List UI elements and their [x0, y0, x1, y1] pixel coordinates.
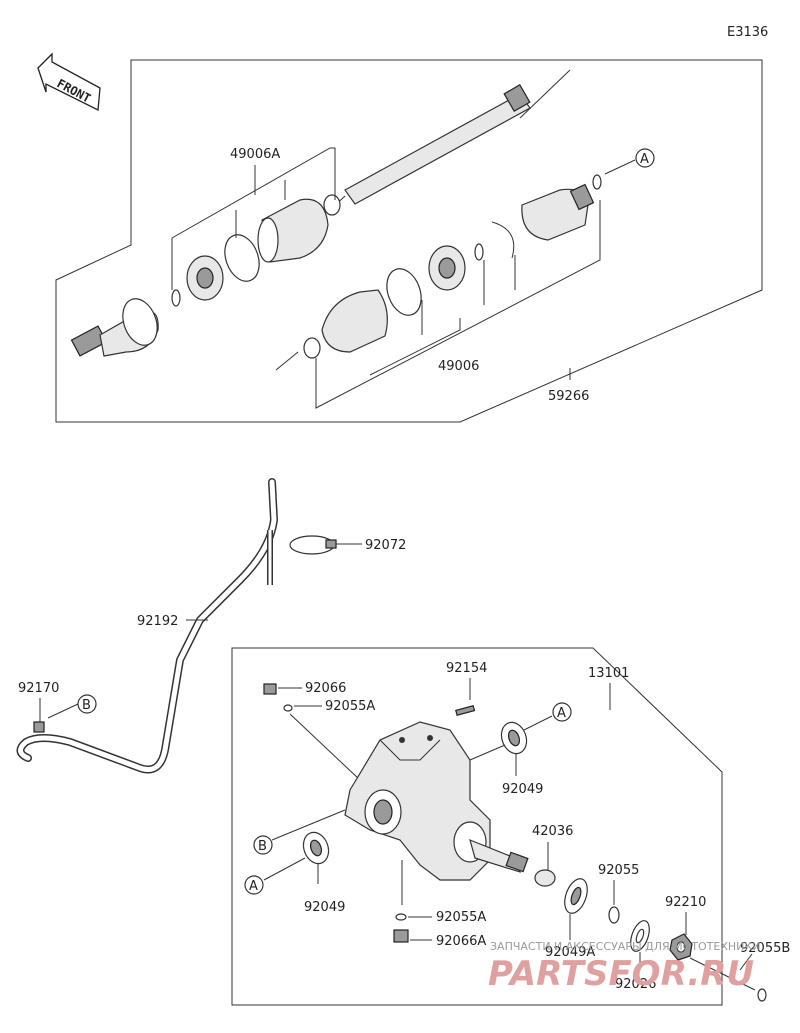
- svg-text:49006A: 49006A: [230, 147, 280, 162]
- svg-text:13101: 13101: [588, 666, 629, 681]
- boot-band-right: [386, 268, 422, 316]
- svg-text:92192: 92192: [137, 614, 178, 629]
- svg-text:A: A: [640, 152, 649, 167]
- svg-text:92066: 92066: [305, 681, 346, 696]
- callout-59266: 59266: [315, 200, 601, 409]
- seal-right: A 92049: [469, 702, 572, 797]
- callout-13101: 13101: [588, 666, 629, 710]
- callout-92192: 92192: [137, 614, 208, 629]
- shaft-end-line: [275, 351, 299, 371]
- cv-boot-left: [257, 198, 329, 263]
- svg-text:92154: 92154: [446, 661, 487, 676]
- seal-left: A 92049: [244, 831, 345, 915]
- watermark: ЗАПЧАСТИ И АКСЕССУАРЫ ДЛЯ МОТОТЕХНИКИ PA…: [488, 940, 760, 994]
- callout-92210: 92210: [665, 895, 706, 961]
- watermark-brand: PARTSFOR.RU: [488, 954, 754, 994]
- callout-49006: 49006: [369, 255, 516, 376]
- watermark-caption: ЗАПЧАСТИ И АКСЕССУАРЫ ДЛЯ МОТОТЕХНИКИ: [490, 940, 760, 953]
- differential-assembly-border: [231, 647, 723, 1006]
- callout-b-housing: B: [253, 809, 346, 855]
- small-band-left: [323, 194, 341, 216]
- callout-49006a: 49006A: [171, 147, 336, 290]
- circlip-right: [474, 243, 484, 261]
- inner-cv-joint: [521, 183, 595, 241]
- front-arrow-icon: FRONT: [37, 52, 101, 112]
- svg-text:92055A: 92055A: [436, 910, 486, 925]
- drive-shaft: [329, 69, 571, 211]
- svg-text:92049A: 92049A: [545, 945, 595, 960]
- callout-92049a: 92049A: [545, 878, 595, 960]
- callout-92055: 92055: [598, 863, 639, 924]
- callout-92026: 92026: [615, 920, 656, 992]
- svg-text:92049: 92049: [304, 900, 345, 915]
- callout-a-top: A: [604, 148, 655, 175]
- breather-hose: [16, 478, 279, 774]
- callout-92055b: 92055B: [689, 941, 790, 1002]
- svg-text:92072: 92072: [365, 538, 406, 553]
- callout-42036: 42036: [532, 824, 573, 887]
- circlip-left: [171, 289, 181, 307]
- svg-text:92026: 92026: [615, 977, 656, 992]
- callout-92055a-top: 92055A: [283, 699, 375, 781]
- svg-text:B: B: [82, 698, 91, 713]
- differential-housing: [344, 721, 529, 881]
- diagram-code: E3136: [727, 25, 768, 40]
- svg-text:92055: 92055: [598, 863, 639, 878]
- callout-92066: 92066: [263, 681, 346, 696]
- shaft-assembly-border: [55, 59, 763, 423]
- outer-cv-joint: [70, 298, 159, 357]
- inner-race-left: [186, 255, 224, 301]
- svg-text:92066A: 92066A: [436, 934, 486, 949]
- svg-text:92049: 92049: [502, 782, 543, 797]
- boot-band-left: [224, 234, 260, 282]
- callout-92055a-bottom: 92055A: [395, 860, 486, 925]
- svg-text:92210: 92210: [665, 895, 706, 910]
- inner-race-right: [428, 245, 466, 291]
- circlip-end: [592, 174, 602, 190]
- svg-text:92170: 92170: [18, 681, 59, 696]
- hose-clamp: 92072: [289, 535, 406, 555]
- callout-92154: 92154: [446, 661, 487, 716]
- cv-boot-right: [303, 289, 388, 359]
- svg-text:59266: 59266: [548, 389, 589, 404]
- callout-92066a: 92066A: [393, 929, 486, 949]
- callout-92170: 92170 B: [18, 681, 97, 733]
- svg-text:A: A: [557, 706, 566, 721]
- svg-text:42036: 42036: [532, 824, 573, 839]
- svg-text:B: B: [258, 839, 267, 854]
- svg-text:A: A: [249, 879, 258, 894]
- svg-text:92055B: 92055B: [740, 941, 790, 956]
- retaining-ring: [491, 221, 515, 259]
- svg-text:92055A: 92055A: [325, 699, 375, 714]
- svg-text:49006: 49006: [438, 359, 479, 374]
